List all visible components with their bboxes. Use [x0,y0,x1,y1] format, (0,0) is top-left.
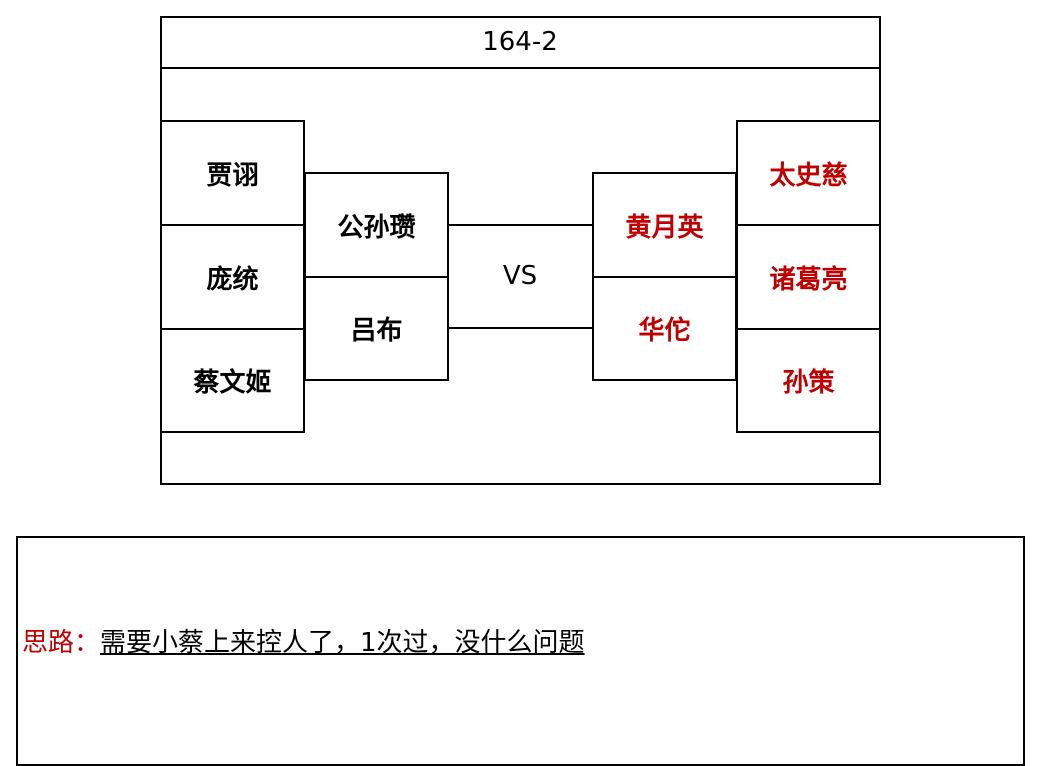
left-outer-3: 蔡文姬 [160,328,305,433]
right-outer-1: 太史慈 [736,120,881,226]
connector-top [448,224,593,226]
strategy-label: 思路： [22,628,101,658]
right-inner-2: 华佗 [592,276,737,381]
vs-label: VS [502,261,538,291]
title-divider [160,67,881,69]
lineup-title: 164-2 [482,27,558,57]
strategy-text: 思路：需要小蔡上来控人了，1次过，没什么问题 [22,622,585,659]
left-inner-1: 公孙瓒 [304,172,449,278]
left-inner-2: 吕布 [304,276,449,381]
right-outer-3: 孙策 [736,328,881,433]
connector-bottom [448,327,593,329]
right-inner-1: 黄月英 [592,172,737,278]
right-outer-2: 诸葛亮 [736,224,881,330]
strategy-note: 思路：需要小蔡上来控人了，1次过，没什么问题 [16,536,1025,766]
left-outer-2: 庞统 [160,224,305,330]
strategy-body: 需要小蔡上来控人了，1次过，没什么问题 [100,628,585,658]
left-outer-1: 贾诩 [160,120,305,226]
